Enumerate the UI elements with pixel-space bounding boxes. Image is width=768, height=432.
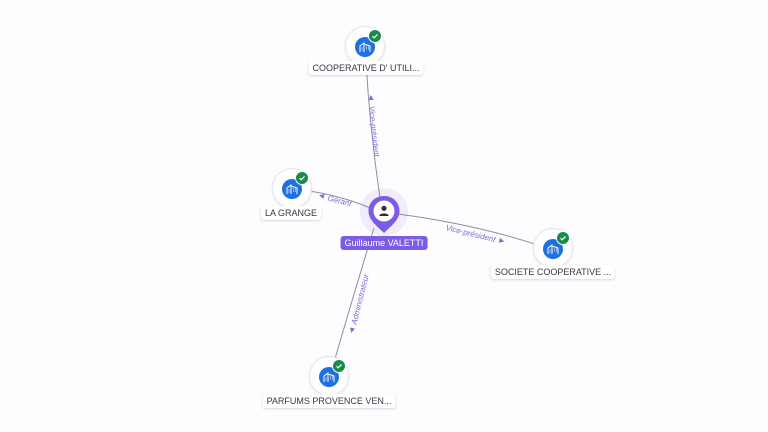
edge-cooperative-dutili (365, 61, 381, 199)
building-icon (282, 179, 302, 199)
building-icon (319, 367, 339, 387)
verified-check-icon (556, 231, 570, 245)
person-node[interactable] (367, 195, 401, 235)
svg-text:Vice-président: Vice-président (445, 223, 497, 244)
company-label[interactable]: COOPERATIVE D' UTILI... (308, 61, 424, 75)
arrow-icon (350, 327, 355, 333)
edge-label-vice-president-right: Vice-président (445, 223, 505, 244)
verified-check-icon (368, 29, 382, 43)
company-node-societe-cooperative[interactable] (533, 228, 573, 268)
edge-societe-cooperative (397, 213, 548, 249)
arrow-icon (498, 237, 505, 243)
building-icon (355, 37, 375, 57)
edge-parfums-provence (329, 227, 375, 377)
arrow-icon (368, 95, 374, 101)
company-node-cooperative-dutili[interactable] (345, 26, 385, 66)
company-node-la-grange[interactable] (272, 168, 312, 208)
company-label[interactable]: PARFUMS PROVENCE VEN... (262, 394, 396, 408)
svg-text:Vice-président: Vice-président (367, 106, 381, 158)
person-name-label[interactable]: Guillaume VALETTI (340, 236, 428, 250)
edge-label-vice-president-top: Vice-président (367, 95, 381, 158)
arrow-icon (319, 194, 325, 199)
building-icon (543, 239, 563, 259)
svg-text:Gérant: Gérant (327, 194, 354, 209)
verified-check-icon (295, 171, 309, 185)
person-icon (379, 205, 389, 216)
company-label[interactable]: SOCIETE COOPERATIVE ... (490, 265, 616, 279)
verified-check-icon (332, 359, 346, 373)
company-node-parfums-provence[interactable] (309, 356, 349, 396)
company-label[interactable]: LA GRANGE (260, 206, 322, 220)
